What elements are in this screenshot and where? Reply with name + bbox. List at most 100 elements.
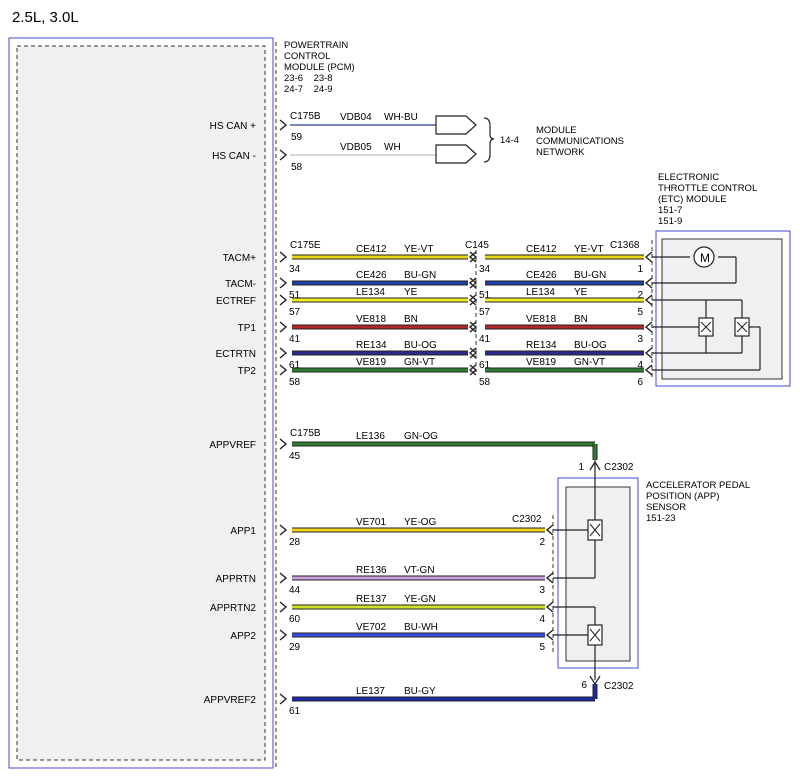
etc-signal-label: TACM+ [223,253,257,264]
app-sensor-name: ACCELERATOR PEDAL POSITION (APP) SENSOR … [646,480,750,524]
app-signal-label: APPVREF [209,440,256,451]
network-connector-59 [435,115,477,135]
network-connectors: 14-4 MODULE COMMUNICATIONS NETWORK [435,115,624,164]
app-name-line: 151-23 [646,513,676,524]
etc-circuit-label: VE819 [356,357,386,368]
network-brace [483,117,495,163]
etc-circuit-label: LE134 [356,287,385,298]
can-arrow-icon [279,149,288,161]
connector-label-c175b-mid: C175B [290,428,321,439]
app-circuit-label: LE137 [356,686,385,697]
etc-module-arrow-icon [644,251,653,263]
etc-module-pin-label: 6 [637,377,643,388]
etc-module-pin-label: 2 [637,290,643,301]
c145-arrow-icon [469,364,478,376]
etc-name-line: 151-7 [658,205,682,216]
etc-signal-label: TP2 [238,366,257,377]
etc-mid-pin-label: 57 [479,307,491,318]
app-sensor-box [557,477,639,669]
etc-mid-pin-label: 34 [479,264,491,275]
app-sensor-arrow-icon [545,572,554,584]
etc-wire-color-label: BU-GN [574,270,606,281]
etc-pcm-arrow-icon [279,364,288,376]
app-sensor-pin-label: 2 [539,537,545,548]
etc-circuit-label: RE134 [356,340,387,351]
app-pcm-arrow-icon [279,572,288,584]
etc-name-line: 151-9 [658,216,682,227]
etc-pcm-pin-label: 57 [289,307,301,318]
etc-pcm-pin-label: 34 [289,264,301,275]
etc-pcm-arrow-icon [279,347,288,359]
app-signal-label: APP1 [230,526,256,537]
app-sensor-pin-label: 6 [581,680,587,691]
etc-pcm-pin-label: 61 [289,360,301,371]
c145-arrow-icon [468,251,477,263]
can-circuit-label: VDB04 [340,112,372,123]
etc-module-arrow-icon [644,347,653,359]
etc-circuit-label: CE412 [526,244,557,255]
network-name-line: MODULE [536,125,577,136]
app-name-line: SENSOR [646,502,686,513]
app-pcm-arrow-icon [279,601,288,613]
etc-circuit-label: CE426 [356,270,387,281]
etc-signal-label: TP1 [238,323,257,334]
app-name-line: ACCELERATOR PEDAL [646,480,750,491]
etc-name-line: THROTTLE CONTROL [658,183,757,194]
app-pcm-pin-label: 60 [289,614,301,625]
c145-arrow-icon [468,321,477,333]
connector-label-c145: C145 [465,240,489,251]
pcm-name-line: POWERTRAIN [284,40,348,51]
etc-pcm-arrow-icon [279,251,288,263]
etc-wire-color-label: YE-VT [574,244,603,255]
pcm-name-line: MODULE (PCM) [284,62,355,73]
c145-arrow-icon [468,347,477,359]
etc-wire-color-label: BU-GN [404,270,436,281]
etc-signal-label: ECTRTN [216,349,256,360]
app-pcm-pin-label: 28 [289,537,301,548]
app-name-line: POSITION (APP) [646,491,719,502]
app-pcm-pin-label: 45 [289,451,301,462]
etc-module-inner [661,238,783,380]
c145-arrow-icon [469,277,478,289]
c145-arrow-icon [469,321,478,333]
can-circuit-label: VDB05 [340,142,372,153]
etc-signal-label: TACM- [225,279,256,290]
etc-module-pin-label: 5 [637,307,643,318]
connector-label-c1368: C1368 [610,240,640,251]
can-wire-color-label: WH-BU [384,112,418,123]
app-pcm-arrow-icon [279,524,288,536]
etc-module-arrow-icon [644,294,653,306]
app-pcm-arrow-icon [279,629,288,641]
etc-pcm-arrow-icon [279,294,288,306]
etc-circuit-label: CE412 [356,244,387,255]
app-wire-color-label: BU-GY [404,686,436,697]
can-pin-label: 58 [291,162,303,173]
c145-arrow-icon [468,277,477,289]
app-signal-label: APPRTN [216,574,256,585]
network-name-line: COMMUNICATIONS [536,136,624,147]
app-internals [553,460,603,686]
app-pcm-arrow-icon [279,693,288,705]
app-circuit-label: RE137 [356,594,387,605]
etc-internals [652,246,761,371]
etc-signal-label: ECTREF [216,296,256,307]
etc-module-pin-label: 3 [637,334,643,345]
app-wire-color-label: YE-OG [404,517,436,528]
app-wire-color-label: VT-GN [404,565,435,576]
pcm-name-line: 23-6 23-8 [284,73,333,84]
app-circuit-label: VE701 [356,517,386,528]
connector-label-c2302-mid: C2302 [512,514,542,525]
c145-arrow-icon [468,364,477,376]
app-sensor-pin-label: 1 [578,462,584,473]
etc-name-line: (ETC) MODULE [658,194,727,205]
app-sensor-arrow-icon [545,524,554,536]
c145-arrow-icon [469,347,478,359]
etc-circuit-label: VE818 [356,314,386,325]
etc-wire-color-label: YE [574,287,588,298]
can-wire-color-label: WH [384,142,401,153]
motor-icon-label: M [700,251,710,265]
